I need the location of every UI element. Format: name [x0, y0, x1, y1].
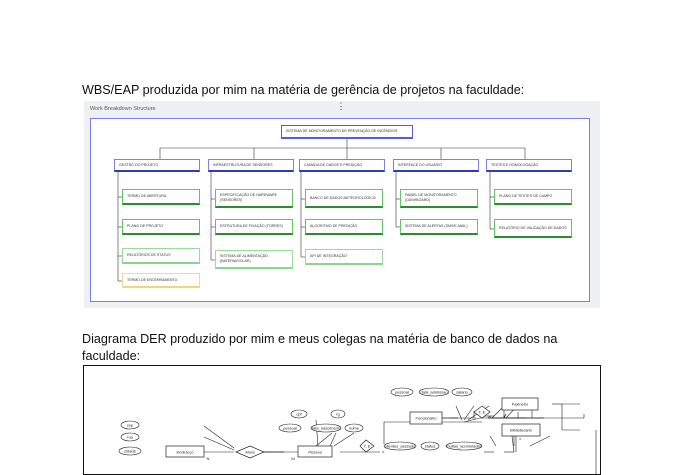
der-label-cep: cep: [127, 423, 134, 428]
entity-bibliotecario: [501, 423, 541, 437]
attribute-multas-acumuladas: [445, 441, 483, 451]
wbs-figure: Work Breakdown Structure ⋮: [84, 101, 600, 308]
entity-pessoa: [297, 445, 333, 458]
wbs-branch-dados: Camada de Dados e Predição: [299, 159, 385, 172]
wbs-item: Especificação de Hardware (Sensores): [215, 189, 293, 208]
wbs-item: Relatório de Validação de Dados: [494, 219, 572, 238]
wbs-canvas: Sistema de Monitoramento de Prevenção de…: [90, 118, 590, 302]
attribute-rua: [120, 432, 140, 442]
entity-funcionario: [409, 411, 443, 425]
wbs-caption: WBS/EAP produzida por mim na matéria de …: [82, 83, 525, 97]
wbs-item: Sistema de Alertas (SMS/E-mail): [400, 219, 478, 235]
wbs-branch-infraestrutura: Infraestrutura de Sensores: [208, 159, 294, 172]
der-label-rua: rua: [127, 435, 134, 440]
relationship-te-right: [473, 405, 491, 419]
more-vertical-icon[interactable]: ⋮: [336, 101, 346, 111]
wbs-item: Relatórios de Status: [122, 248, 200, 264]
wbs-item: Painel de Monitoramento (Dashboard): [400, 189, 478, 208]
der-label-endereco: Endereço: [176, 450, 194, 455]
attribute-status: [420, 441, 440, 451]
attribute-clientes-pessoas: [383, 441, 417, 451]
wbs-item: Algoritmo de Predição: [305, 219, 383, 235]
attribute-salario: [451, 387, 473, 397]
der-label-funcionario: Funcionário: [416, 416, 438, 421]
entity-faxineiro: [501, 397, 539, 411]
der-label-data-admissao: data_admissao: [420, 390, 448, 395]
wbs-item: Estrutura de Fixação (Torres): [215, 219, 293, 235]
attribute-cep: [120, 420, 140, 430]
attribute-data-admissao: [418, 387, 450, 397]
der-label-rg: rg: [336, 412, 340, 417]
der-label-nome: nome: [349, 426, 360, 431]
der-label-mora: Mora: [245, 450, 255, 455]
der-label-pessoal: pessoal: [395, 390, 409, 395]
der-label-multas-acumuladas: multas_acumuladas: [446, 444, 482, 449]
attribute-data-nascimento: [310, 423, 342, 433]
attribute-rg: [330, 409, 346, 419]
wbs-branch-interface: Interface do Usuário: [393, 159, 479, 172]
attribute-nome: [344, 423, 364, 433]
wbs-connectors: [117, 139, 526, 282]
relationship-te-left: [359, 439, 375, 453]
der-label-bibliotecario: Bibliotecário: [510, 428, 533, 433]
wbs-item: Sistema de Alimentação (Bateria/Solar): [215, 250, 293, 269]
der-caption: Diagrama DER produzido por mim e meus co…: [82, 332, 558, 363]
wbs-root-node: Sistema de Monitoramento de Prevenção de…: [281, 125, 413, 139]
der-label-card-1: 1: [519, 436, 522, 441]
wbs-item: API de Integração: [305, 249, 383, 265]
attribute-cpf: [290, 409, 308, 419]
der-label-cidade: cidade: [124, 449, 137, 454]
wbs-branch-testes: Testes e Homologação: [486, 159, 572, 172]
wbs-item: Termo de Abertura: [122, 189, 200, 205]
der-label-cpf: cpf: [296, 412, 302, 417]
der-label-te-right: T, E: [479, 410, 486, 415]
der-label-status: status: [425, 444, 436, 449]
wbs-item: Plano de Testes de Campo: [494, 189, 572, 205]
der-label-salario: salario: [456, 390, 469, 395]
relationship-mora: [235, 445, 265, 459]
attribute-pessoal: [390, 387, 414, 397]
der-label-data-nascimento: data_nascimento: [311, 426, 342, 431]
wbs-item: Termo de Encerramento: [122, 273, 200, 288]
wbs-branch-gestao: Gestão do Projeto: [114, 159, 200, 172]
der-label-pessoa: Pessoa: [308, 450, 322, 455]
entity-endereco: [165, 445, 205, 458]
der-label-pessoal2: pessoal: [283, 426, 297, 431]
attribute-cidade: [118, 446, 142, 456]
der-label-clientes-pessoas: clientes_pessoas: [385, 444, 416, 449]
der-label-te-left: T, E: [364, 444, 371, 449]
attribute-pessoal2: [278, 423, 302, 433]
wbs-window-title: Work Breakdown Structure: [90, 106, 156, 112]
wbs-item: Plano de Projeto: [122, 219, 200, 235]
wbs-item: Banco de Dados Meteorológico: [305, 189, 383, 208]
der-label-faxineiro: Faxineiro: [512, 402, 529, 407]
